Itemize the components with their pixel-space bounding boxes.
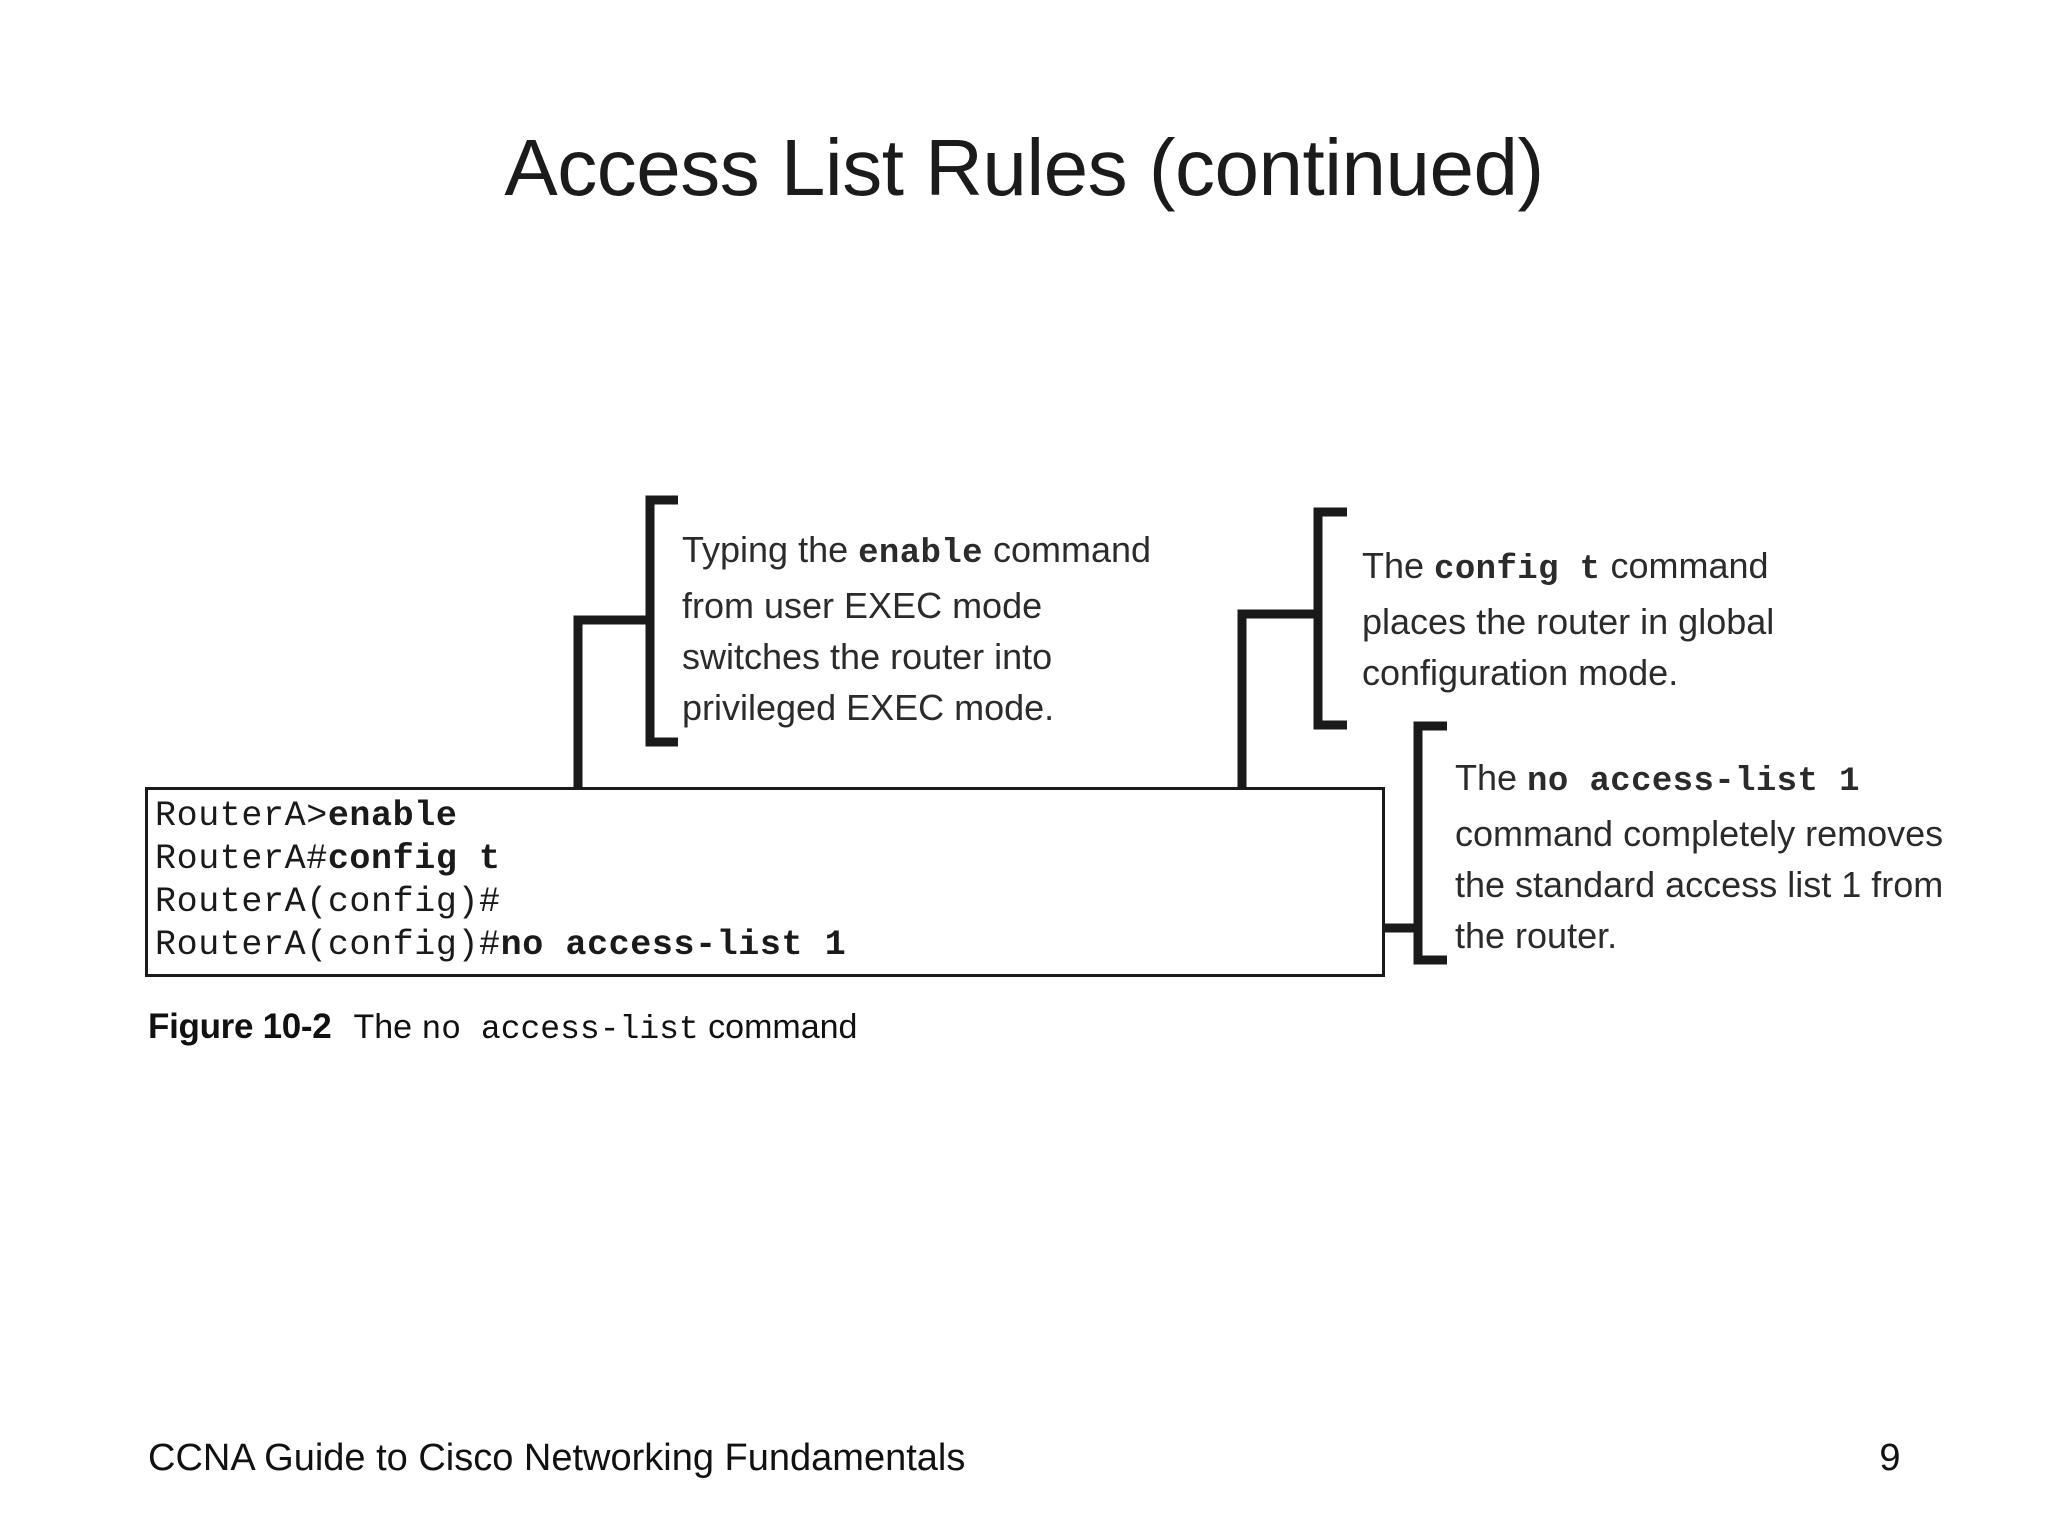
callout-enable: Typing the enable command from user EXEC… xyxy=(682,524,1182,733)
terminal-line: RouterA(config)# xyxy=(155,881,1385,924)
callout-config-t: The config t command places the router i… xyxy=(1362,540,1882,698)
terminal-line: RouterA(config)#no access-list 1 xyxy=(155,924,1385,967)
terminal-line: RouterA#config t xyxy=(155,838,1385,881)
leader-enable xyxy=(480,615,650,810)
callout-enable-lead: Typing the xyxy=(682,529,859,570)
terminal-prompt: RouterA# xyxy=(155,839,328,879)
terminal-command: config t xyxy=(327,839,501,879)
figure-caption-label: Figure 10-2 xyxy=(148,1007,332,1046)
callout-config-t-lead: The xyxy=(1362,545,1435,586)
callout-no-access-list-tail: command completely removes the standard … xyxy=(1455,813,1944,956)
terminal-prompt: RouterA(config)# xyxy=(155,925,501,965)
footer-source: CCNA Guide to Cisco Networking Fundament… xyxy=(148,1437,966,1479)
callout-no-access-list-code: no access-list 1 xyxy=(1527,763,1860,801)
terminal-lines: RouterA>enable RouterA#config t RouterA(… xyxy=(155,795,1385,967)
callout-no-access-list-lead: The xyxy=(1455,757,1528,798)
callout-config-t-tail: command places the router in global conf… xyxy=(1362,545,1775,693)
terminal-command: no access-list 1 xyxy=(500,925,847,965)
figure-caption-lead: The xyxy=(353,1008,422,1046)
callout-config-t-code: config t xyxy=(1434,551,1601,589)
bracket-config-t xyxy=(1313,507,1347,730)
terminal-prompt: RouterA> xyxy=(155,796,328,836)
callout-enable-tail: command from user EXEC mode switches the… xyxy=(682,529,1152,728)
callout-enable-code: enable xyxy=(858,535,983,573)
figure-caption: Figure 10-2 The no access-list command xyxy=(148,1007,857,1048)
callout-no-access-list: The no access-list 1 command completely … xyxy=(1455,752,1975,961)
bracket-no-access-list xyxy=(1413,721,1447,965)
terminal-line: RouterA>enable xyxy=(155,795,1385,838)
terminal-command: enable xyxy=(327,796,458,836)
page-title: Access List Rules (continued) xyxy=(504,123,1544,212)
bracket-enable xyxy=(645,495,678,747)
terminal-prompt: RouterA(config)# xyxy=(155,882,501,922)
figure-caption-code: no access-list xyxy=(421,1011,699,1048)
figure-caption-tail: command xyxy=(698,1008,858,1046)
terminal-box xyxy=(145,787,1385,977)
footer-page-number: 9 xyxy=(1879,1437,1901,1479)
